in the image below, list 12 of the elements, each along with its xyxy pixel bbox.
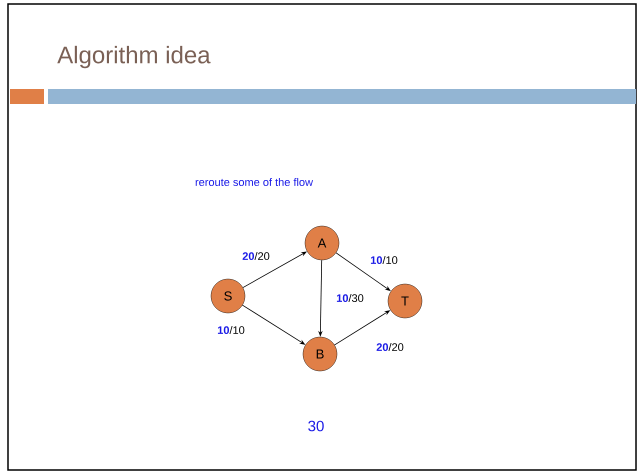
graph-node: A [304, 226, 340, 260]
title: Algorithm idea [57, 46, 211, 68]
edge-label: 10/10 [218, 326, 244, 334]
edge-label: 20/20 [376, 342, 404, 352]
graph-node: S [210, 278, 246, 314]
caption-text: reroute some of the flow [196, 178, 313, 186]
graph-node: B [302, 336, 338, 372]
edge-label: 10/30 [336, 294, 364, 302]
edge-label: 10/10 [370, 256, 398, 264]
edge-label: 20/20 [242, 252, 270, 260]
flow-value: 30 [308, 420, 324, 432]
graph-node: T [388, 284, 422, 318]
